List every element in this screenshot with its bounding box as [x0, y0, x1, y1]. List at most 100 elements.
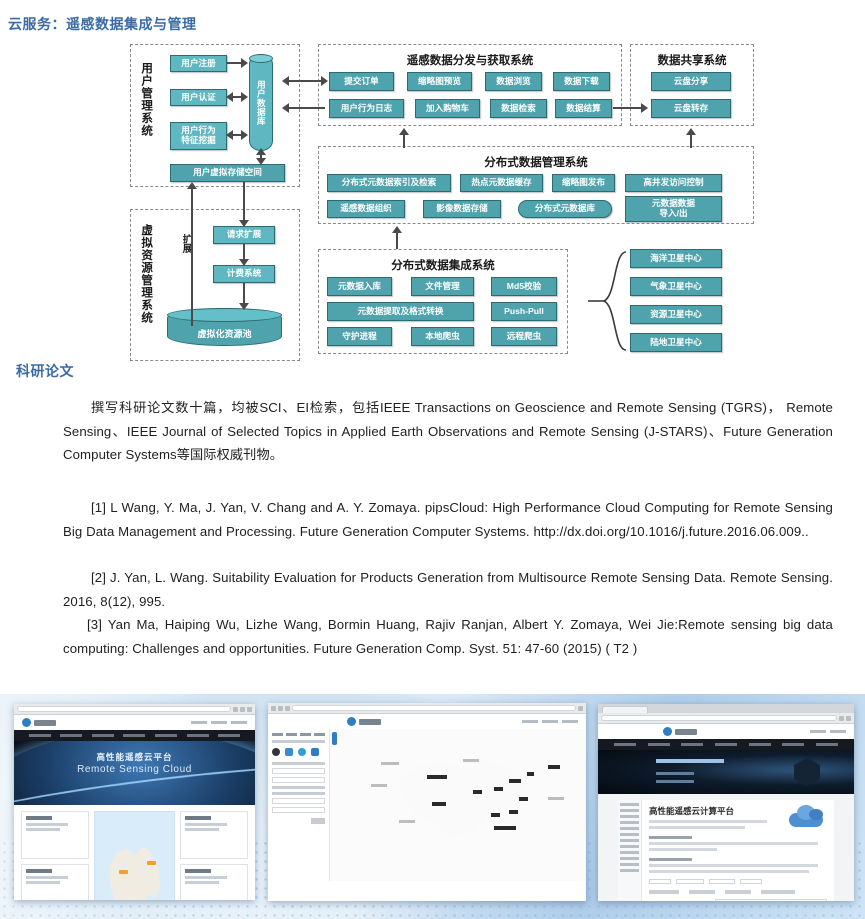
feature-card-search[interactable]	[21, 811, 89, 859]
feature-card-service[interactable]	[180, 811, 248, 859]
platform-nav-7[interactable]	[620, 839, 639, 842]
menu-icon[interactable]	[240, 706, 245, 712]
header-links-2[interactable]	[521, 720, 578, 723]
site-navbar-3[interactable]	[598, 739, 854, 750]
platform-nav-5[interactable]	[620, 827, 639, 830]
platform-link-2[interactable]	[689, 890, 715, 894]
nav-item-5[interactable]	[155, 734, 178, 737]
feature-card-products[interactable]	[21, 864, 89, 900]
platform-para-3	[649, 864, 819, 867]
draw-tool-icons[interactable]	[272, 748, 325, 756]
address-bar[interactable]	[17, 706, 231, 712]
map-label-11	[547, 765, 560, 770]
search-icon[interactable]	[247, 706, 252, 712]
platform-chip-row[interactable]	[649, 879, 827, 884]
header-link-2-3[interactable]	[561, 720, 578, 723]
nav-item-1[interactable]	[28, 734, 51, 737]
nav3-item-6[interactable]	[782, 743, 805, 746]
platform-link-1[interactable]	[649, 890, 679, 894]
circle-tool-icon[interactable]	[298, 748, 306, 756]
nav-item-7[interactable]	[218, 734, 241, 737]
map-canvas[interactable]	[330, 729, 586, 881]
platform-chip-4[interactable]	[740, 879, 762, 884]
page-title-cloud-service: 云服务：遥感数据集成与管理	[8, 16, 197, 32]
world-map-thumbnail[interactable]	[715, 899, 827, 901]
header-links-3[interactable]	[809, 730, 846, 733]
forward-icon[interactable]	[278, 705, 283, 711]
arrowhead-mgmt-to-distribution	[399, 128, 409, 135]
query-tab-2[interactable]	[286, 733, 297, 736]
platform-chip-1[interactable]	[649, 879, 671, 884]
header-link-3-1[interactable]	[809, 730, 826, 733]
platform-nav-1[interactable]	[620, 803, 639, 806]
header-link-1[interactable]	[191, 721, 207, 724]
platform-nav-4[interactable]	[620, 821, 639, 824]
input-field-2[interactable]	[272, 777, 325, 783]
platform-chip-3[interactable]	[709, 879, 735, 884]
nav3-item-7[interactable]	[816, 743, 839, 746]
logo-icon-3	[662, 727, 672, 736]
map-marker-1[interactable]	[118, 869, 128, 874]
header-link-3[interactable]	[231, 721, 247, 724]
platform-link-3[interactable]	[725, 890, 751, 894]
query-tabs[interactable]	[272, 733, 325, 736]
platform-sidebar[interactable]	[618, 800, 642, 901]
bookmark-icon[interactable]	[233, 706, 238, 712]
address-bar-2[interactable]	[292, 705, 576, 711]
search-submit-button[interactable]	[311, 818, 325, 824]
box-request-expand: 请求扩展	[213, 226, 275, 244]
nav3-item-2[interactable]	[647, 743, 670, 746]
input-field-1[interactable]	[272, 768, 325, 774]
pencil-icon[interactable]	[285, 748, 293, 756]
platform-nav-8[interactable]	[620, 845, 639, 848]
bookmark-tool-icon[interactable]	[311, 748, 319, 756]
nav3-item-5[interactable]	[748, 743, 771, 746]
query-tab-4[interactable]	[314, 733, 325, 736]
address-bar-3[interactable]	[601, 715, 837, 721]
globe-icon[interactable]	[272, 748, 280, 756]
header-link-3-2[interactable]	[829, 730, 846, 733]
box-user-behavior-mining-line1: 用户行为特征挖掘	[181, 125, 216, 145]
input-field-3[interactable]	[272, 798, 325, 804]
profile-icon[interactable]	[846, 715, 851, 721]
nav-item-3[interactable]	[91, 734, 114, 737]
reload-icon[interactable]	[285, 705, 290, 711]
menu-icon-3[interactable]	[839, 715, 844, 721]
header-links[interactable]	[191, 721, 247, 724]
arrowhead-pool-to-storage	[187, 182, 197, 189]
nav-item-4[interactable]	[123, 734, 146, 737]
query-tab-1[interactable]	[272, 733, 283, 736]
nav3-item-3[interactable]	[681, 743, 704, 746]
map-marker-2[interactable]	[147, 860, 157, 865]
map-collapse-toggle[interactable]	[332, 732, 337, 745]
browser-tabstrip[interactable]	[598, 704, 854, 713]
nav3-item-1[interactable]	[613, 743, 636, 746]
platform-nav-3[interactable]	[620, 815, 639, 818]
menu-icon-2[interactable]	[578, 705, 583, 711]
back-icon[interactable]	[271, 705, 276, 711]
arrowhead-request-to-billing	[239, 259, 249, 266]
platform-nav-6[interactable]	[620, 833, 639, 836]
browser-tab[interactable]	[602, 706, 648, 713]
feature-card-assets[interactable]	[180, 864, 248, 900]
platform-link-row[interactable]	[649, 890, 827, 894]
query-tab-3[interactable]	[300, 733, 311, 736]
platform-link-4[interactable]	[761, 890, 795, 894]
platform-nav-10[interactable]	[620, 857, 639, 860]
nav3-item-4[interactable]	[714, 743, 737, 746]
china-map-widget[interactable]	[94, 811, 175, 900]
header-link-2-1[interactable]	[521, 720, 538, 723]
platform-chip-2[interactable]	[676, 879, 704, 884]
box-distributed-metadata-index: 分布式元数据索引及检索	[327, 174, 451, 192]
nav-item-6[interactable]	[186, 734, 209, 737]
map-label-7	[491, 812, 501, 817]
platform-nav-11[interactable]	[620, 863, 639, 866]
input-field-4[interactable]	[272, 807, 325, 813]
nav-item-2[interactable]	[60, 734, 83, 737]
platform-nav-2[interactable]	[620, 809, 639, 812]
header-link-2[interactable]	[211, 721, 227, 724]
site-navbar[interactable]	[14, 730, 255, 741]
platform-nav-9[interactable]	[620, 851, 639, 854]
platform-nav-12[interactable]	[620, 869, 639, 872]
header-link-2-2[interactable]	[541, 720, 558, 723]
